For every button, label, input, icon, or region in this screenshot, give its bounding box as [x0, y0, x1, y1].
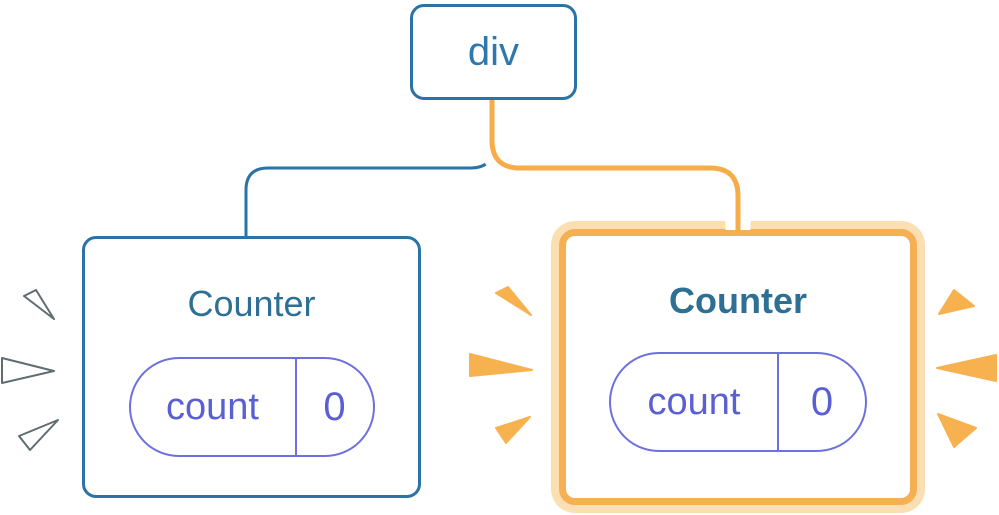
sparkle-ray-icon: [936, 354, 997, 382]
counter-card-left: Counter count 0: [82, 236, 421, 498]
sparkle-ray-icon: [495, 286, 532, 316]
counter-card-right-highlight-ring: Counter count 0: [551, 221, 925, 513]
state-key-label: count: [647, 380, 741, 423]
state-value: 0: [777, 354, 865, 450]
counter-title: Counter: [187, 283, 316, 324]
state-key-label: count: [166, 385, 259, 428]
root-div-label: div: [467, 29, 520, 74]
state-pill: count 0: [128, 357, 375, 457]
counter-card-right: Counter count 0: [559, 229, 917, 505]
state-value: 0: [294, 359, 373, 455]
counter-title: Counter: [669, 280, 807, 321]
connector-root-to-right-counter: [489, 98, 741, 233]
state-pill: count 0: [609, 352, 867, 452]
sparkle-ray-icon: [495, 416, 531, 444]
connector-casing: [479, 98, 751, 230]
root-div-node: div: [410, 4, 577, 100]
sparkle-ray-icon: [938, 289, 975, 315]
connector-root-to-left-counter: [244, 99, 495, 240]
sparkle-ray-icon: [23, 289, 55, 320]
sparkle-ray-icon: [1, 357, 55, 384]
sparkle-ray-icon: [469, 353, 533, 377]
sparkle-ray-icon: [937, 413, 977, 448]
sparkle-ray-icon: [18, 419, 59, 451]
